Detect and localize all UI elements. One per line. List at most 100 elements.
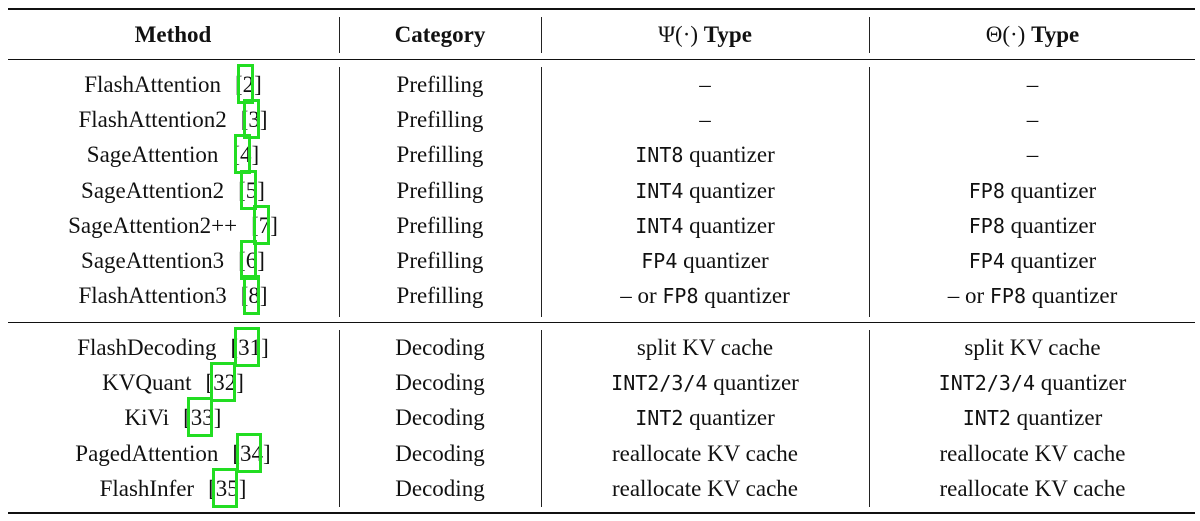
psi-type-cell: reallocate KV cache <box>542 471 868 507</box>
body-col-divider <box>339 67 340 317</box>
table-bottom-rule <box>8 512 1195 514</box>
theta-type-cell: reallocate KV cache <box>870 436 1195 472</box>
citation-ref[interactable]: [2] <box>235 64 262 104</box>
category-cell: Decoding <box>395 441 485 466</box>
method-name: SageAttention3 <box>81 248 225 273</box>
header-col-divider <box>339 17 340 53</box>
type-suffix: quantizer <box>1010 405 1103 430</box>
dtype-code: INT8 <box>635 143 684 167</box>
category-cell: Decoding <box>395 370 485 395</box>
psi-type-cell: – <box>542 102 868 138</box>
dtype-code: INT2 <box>962 406 1011 430</box>
type-prefix: – or <box>620 283 663 308</box>
dtype-code: INT2/3/4 <box>938 371 1035 395</box>
method-name: FlashInfer <box>99 476 195 501</box>
category-cell: Decoding <box>395 476 485 501</box>
theta-type-cell: – or FP8 quantizer <box>870 278 1195 314</box>
citation-highlight-box <box>240 170 258 210</box>
dtype-code: FP8 <box>968 179 1005 203</box>
dtype-code: FP8 <box>968 214 1005 238</box>
citation-ref[interactable]: [33] <box>183 397 221 437</box>
method-name: SageAttention2++ <box>68 213 238 238</box>
citation-ref[interactable]: [32] <box>206 362 244 402</box>
psi-type-cell: – or FP8 quantizer <box>542 278 868 314</box>
method-cell: FlashAttention2 [3] <box>8 99 338 139</box>
citation-ref[interactable]: [3] <box>241 99 268 139</box>
psi-type-cell: FP4 quantizer <box>542 243 868 279</box>
psi-type-cell: INT2/3/4 quantizer <box>542 365 868 401</box>
dtype-code: INT4 <box>635 179 684 203</box>
dtype-code: FP4 <box>968 249 1005 273</box>
citation-ref[interactable]: [34] <box>232 433 271 473</box>
type-suffix: reallocate KV cache <box>611 441 798 466</box>
method-name: FlashAttention <box>84 72 221 97</box>
method-cell: PagedAttention [34] <box>8 433 338 473</box>
method-cell: FlashAttention [2] <box>8 64 338 104</box>
method-name: PagedAttention <box>75 441 219 466</box>
method-name: SageAttention <box>86 142 219 167</box>
type-suffix: – <box>1026 142 1039 167</box>
dtype-code: FP8 <box>662 284 699 308</box>
header-psi-type: Ψ(·) Type <box>542 17 868 53</box>
citation-highlight-box <box>236 64 254 104</box>
theta-type-cell: – <box>870 102 1195 138</box>
theta-type-cell: reallocate KV cache <box>870 471 1195 507</box>
header-col-divider <box>541 17 542 53</box>
citation-highlight-box <box>242 99 260 139</box>
body-col-divider <box>869 67 870 317</box>
method-name: FlashAttention2 <box>78 107 227 132</box>
body-col-divider <box>869 330 870 507</box>
citation-ref[interactable]: [35] <box>208 468 246 508</box>
method-cell: FlashAttention3[8] <box>8 275 338 315</box>
citation-highlight-box <box>187 397 214 437</box>
theta-symbol: Θ(·) <box>985 22 1026 47</box>
method-cell: KVQuant[32] <box>8 362 338 402</box>
method-cell: SageAttention [4] <box>8 134 338 174</box>
type-suffix: quantizer <box>1004 178 1097 203</box>
type-suffix: – <box>699 107 711 132</box>
category-cell: Prefilling <box>396 72 484 97</box>
dtype-code: INT2/3/4 <box>611 371 708 395</box>
psi-type-cell: INT4 quantizer <box>542 173 868 209</box>
method-cell: FlashDecoding[31] <box>8 327 338 367</box>
citation-ref[interactable]: [8] <box>241 275 268 315</box>
category-cell: Prefilling <box>396 107 484 132</box>
type-suffix: quantizer <box>683 142 775 167</box>
header-category: Category <box>394 22 486 47</box>
theta-type-cell: INT2 quantizer <box>870 400 1195 436</box>
body-col-divider <box>541 67 542 317</box>
type-suffix: – <box>1026 72 1039 97</box>
psi-type-cell: – <box>542 67 868 103</box>
citation-highlight-box <box>240 240 258 280</box>
citation-ref[interactable]: [7] <box>251 205 278 245</box>
type-suffix: quantizer <box>683 178 775 203</box>
dtype-code: FP8 <box>989 284 1026 308</box>
citation-ref[interactable]: [31] <box>230 327 269 367</box>
citation-ref[interactable]: [6] <box>238 240 265 280</box>
type-suffix: quantizer <box>1035 370 1127 395</box>
header-method: Method <box>134 22 212 47</box>
theta-type-cell: FP4 quantizer <box>870 243 1195 279</box>
dtype-code: INT2 <box>635 406 684 430</box>
type-suffix: quantizer <box>1025 283 1118 308</box>
psi-type-cell: split KV cache <box>542 330 868 366</box>
method-name: SageAttention2 <box>81 178 225 203</box>
type-suffix: quantizer <box>677 248 769 273</box>
citation-highlight-box <box>212 468 239 508</box>
psi-type-cell: INT2 quantizer <box>542 400 868 436</box>
citation-highlight-box <box>236 433 263 473</box>
type-suffix: quantizer <box>683 405 775 430</box>
method-cell: SageAttention2++ [7] <box>8 205 338 245</box>
header-rule <box>8 59 1195 60</box>
type-suffix: split KV cache <box>636 335 774 360</box>
theta-type-cell: – <box>870 67 1195 103</box>
theta-type-cell: FP8 quantizer <box>870 173 1195 209</box>
theta-type-cell: split KV cache <box>870 330 1195 366</box>
psi-type-cell: reallocate KV cache <box>542 436 868 472</box>
citation-ref[interactable]: [4] <box>232 134 259 174</box>
citation-ref[interactable]: [5] <box>238 170 265 210</box>
type-suffix: – <box>1026 107 1039 132</box>
category-cell: Prefilling <box>396 213 484 238</box>
category-cell: Decoding <box>395 335 485 360</box>
type-suffix: quantizer <box>707 370 799 395</box>
